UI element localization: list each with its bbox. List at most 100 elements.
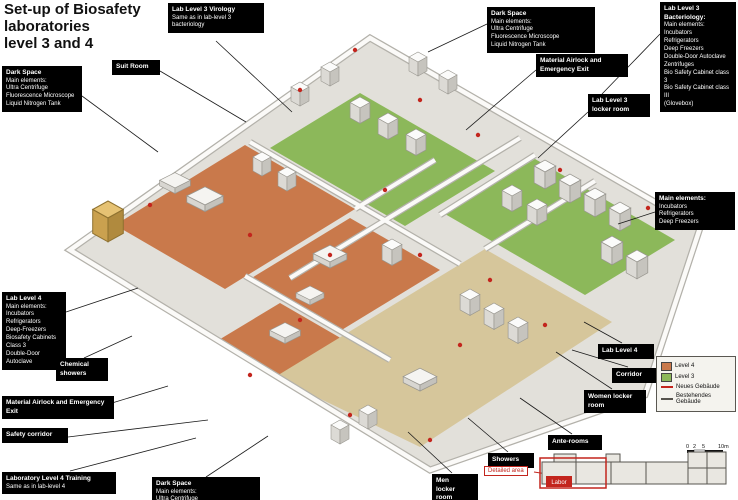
- callout-line: Incubators: [6, 311, 35, 318]
- fire-extinguisher-markers: [147, 47, 651, 443]
- callout-line: Biosafety Cabinets: [6, 335, 57, 342]
- floor-corridor: [275, 249, 612, 447]
- callout-line: Emergency Exit: [540, 65, 589, 73]
- callout-title: Laboratory Level 4 Training: [6, 475, 91, 482]
- callout-line: Refrigerators: [664, 37, 699, 44]
- legend-swatch-level3: [661, 373, 672, 382]
- callout-line: Ultra Centrifuge: [6, 85, 49, 92]
- callout-line: Main elements:: [156, 488, 197, 495]
- callout-line: room: [588, 401, 605, 409]
- callout-title: Dark Space: [156, 480, 192, 487]
- callout-title: Lab Level 4: [6, 295, 42, 302]
- svg-text:5: 5: [702, 444, 705, 450]
- callout-line: Double-Door Autoclave: [664, 53, 726, 60]
- legend-line-existing-building: [661, 398, 673, 401]
- legend-item-level4: Level 4: [661, 362, 731, 371]
- callout-safety-corridor: Safety corridor: [2, 428, 68, 443]
- callout-line: Main elements:: [491, 18, 532, 25]
- legend-label: Bestehendes Gebäude: [676, 392, 712, 406]
- callout-lab4-right: Lab Level 4: [598, 344, 654, 359]
- callout-title: Lab Level 3 Virology: [172, 6, 236, 13]
- callout-line: Bio Safety Cabinet class III: [664, 85, 730, 100]
- callout-title: Showers: [492, 456, 520, 463]
- callout-title: Lab Level 3: [664, 5, 700, 12]
- callout-line: Double-Door: [6, 351, 41, 358]
- callout-line: Same as in lab-level 3: [172, 14, 232, 21]
- callout-line: room: [436, 494, 453, 500]
- callout-line: Ultra Centrifuge: [491, 26, 534, 33]
- callout-title: Safety corridor: [6, 431, 53, 438]
- detailed-area-label: Detailed area: [484, 466, 528, 476]
- site-plan: 0 2 5 10m Labor: [539, 444, 729, 489]
- callout-title: Suit Room: [116, 63, 149, 70]
- callout-line: showers: [60, 369, 87, 377]
- callout-line: Zentrifuges: [664, 61, 695, 68]
- legend: Level 4 Level 3 Neues Gebäude Bestehende…: [656, 356, 736, 412]
- callout-line: Lab Level 3: [592, 97, 628, 104]
- callout-line: Main elements:: [6, 77, 47, 84]
- callout-line: Chemical: [60, 361, 89, 368]
- callout-line: Main elements:: [664, 22, 705, 29]
- callout-title: Corridor: [616, 371, 642, 378]
- callout-dark-space-left: Dark Space Main elements: Ultra Centrifu…: [2, 66, 82, 113]
- legend-item-existing-building: Bestehendes Gebäude: [661, 393, 731, 406]
- callout-subtitle: Bacteriology:: [664, 13, 706, 21]
- building-footprint: [541, 451, 727, 485]
- callout-line: Ultra Centrifuge: [156, 496, 199, 500]
- labor-tag: Labor: [546, 476, 572, 487]
- callout-line: Deep Freezers: [659, 219, 699, 226]
- callout-line: Fluorescence Microscope: [491, 34, 560, 41]
- callout-line: Incubators: [664, 30, 693, 37]
- floor-level3-virology: [270, 93, 495, 226]
- svg-text:10m: 10m: [718, 444, 729, 450]
- page-title: Set-up of Biosafety laboratories level 3…: [4, 1, 141, 52]
- legend-label: Neues Gebäude: [676, 384, 720, 390]
- callout-title: Lab Level 4: [602, 347, 638, 354]
- callout-showers: Showers: [488, 453, 534, 468]
- callout-lab3-bacteriology: Lab Level 3 Bacteriology: Main elements:…: [660, 2, 736, 113]
- legend-label: Level 4: [675, 363, 695, 370]
- legend-swatch-level4: [661, 362, 672, 371]
- callout-line: bacteriology: [172, 22, 205, 29]
- callout-ante-rooms: Ante-rooms: [548, 435, 602, 450]
- callout-corridor: Corridor: [612, 368, 658, 383]
- legend-item-new-building: Neues Gebäude: [661, 384, 731, 391]
- callout-title: Ante-rooms: [552, 438, 589, 445]
- callout-line: (Glovebox): [664, 101, 694, 108]
- callout-line: locker: [436, 485, 456, 493]
- callout-line: Women locker: [588, 393, 633, 400]
- callout-line: Fluorescence Microscope: [6, 93, 75, 100]
- callout-line: locker room: [592, 105, 630, 113]
- callout-main-elements-right: Main elements: Incubators Refrigerators …: [655, 192, 735, 231]
- legend-item-level3: Level 3: [661, 373, 731, 382]
- callout-line: Material Airlock and Emergency: [6, 399, 105, 406]
- legend-label: Level 3: [675, 374, 695, 381]
- callout-line: Same as in lab-level 4: [6, 483, 66, 490]
- callout-line: Material Airlock and: [540, 57, 602, 64]
- callout-title: Main elements:: [659, 195, 706, 202]
- callout-dark-space-top: Dark Space Main elements: Ultra Centrifu…: [487, 7, 595, 54]
- callout-line: Men: [436, 477, 449, 484]
- callout-line: Deep-Freezers: [6, 327, 47, 334]
- callout-lab-level-4: Lab Level 4 Main elements: Incubators Re…: [2, 292, 66, 370]
- callout-suit-room: Suit Room: [112, 60, 160, 75]
- callout-lab4-training: Laboratory Level 4 Training Same as in l…: [2, 472, 116, 495]
- callout-line: Class 3: [6, 343, 27, 350]
- callout-line: Main elements:: [6, 303, 47, 310]
- svg-text:Labor: Labor: [551, 480, 566, 486]
- callout-chemical-showers: Chemical showers: [56, 358, 108, 382]
- callout-line: Autoclave: [6, 358, 33, 365]
- callout-line: Deep Freezers: [664, 45, 704, 52]
- callout-line: Refrigerators: [6, 319, 41, 326]
- callout-dark-space-bottom: Dark Space Main elements: Ultra Centrifu…: [152, 477, 260, 500]
- callout-lab3-virology: Lab Level 3 Virology Same as in lab-leve…: [168, 3, 264, 34]
- callout-lab3-locker-room: Lab Level 3 locker room: [588, 94, 650, 118]
- callout-line: Liquid Nitrogen Tank: [491, 42, 546, 49]
- svg-text:0: 0: [686, 444, 689, 450]
- callout-line: Liquid Nitrogen Tank: [6, 101, 61, 108]
- callout-material-airlock-left: Material Airlock and Emergency Exit: [2, 396, 114, 420]
- legend-line-new-building: [661, 386, 673, 389]
- callout-material-airlock-right: Material Airlock and Emergency Exit: [536, 54, 628, 78]
- callout-title: Dark Space: [6, 69, 42, 76]
